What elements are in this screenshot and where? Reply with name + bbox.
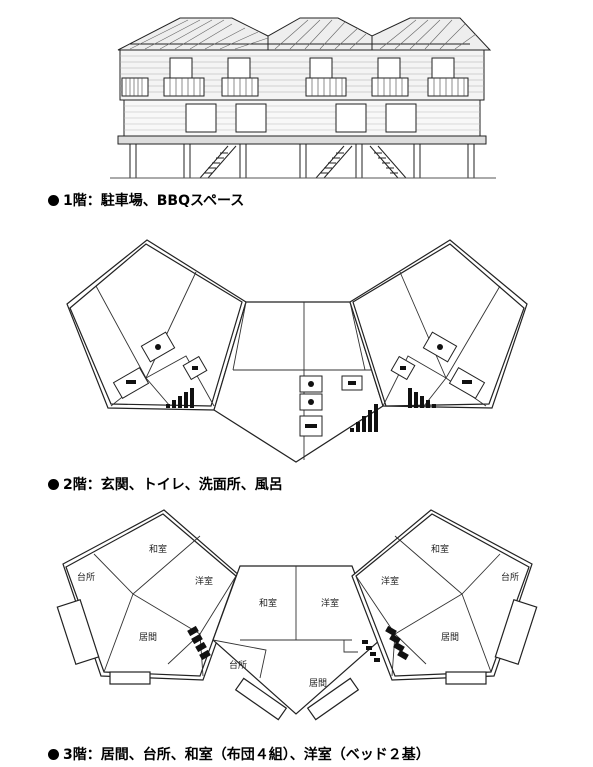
room-label: 台所 — [77, 571, 95, 583]
floor3-caption: 3階：居間、台所、和室（布団４組）、洋室（ベッド２基） — [48, 744, 430, 764]
room-label: 洋室 — [381, 575, 399, 587]
floor1-caption-text: 1階：駐車場、BBQスペース — [63, 193, 245, 209]
floor2-caption-text: 2階：玄関、トイレ、洗面所、風呂 — [63, 477, 283, 493]
bullet-icon — [48, 195, 59, 206]
room-label: 台所 — [229, 659, 247, 671]
floor2-plan-drawing — [66, 239, 528, 463]
room-label: 和室 — [259, 597, 277, 609]
floor1-caption: 1階：駐車場、BBQスペース — [48, 190, 244, 210]
bullet-icon — [48, 479, 59, 490]
room-label: 居間 — [139, 632, 157, 643]
room-label: 和室 — [431, 543, 449, 555]
bullet-icon — [48, 749, 59, 760]
room-label: 洋室 — [321, 597, 339, 609]
room-label: 和室 — [149, 543, 167, 555]
floor3-caption-text: 3階：居間、台所、和室（布団４組）、洋室（ベッド２基） — [63, 747, 430, 763]
room-label: 台所 — [501, 571, 519, 583]
building-elevation-drawing — [110, 17, 496, 179]
floor3-plan-drawing: 和室 台所 洋室 居間 和室 洋室 台所 居間 洋室 和室 台所 居間 — [56, 509, 538, 721]
room-label: 居間 — [441, 632, 459, 643]
floor2-caption: 2階：玄関、トイレ、洗面所、風呂 — [48, 474, 283, 494]
room-label: 居間 — [309, 678, 327, 689]
room-label: 洋室 — [195, 575, 213, 587]
